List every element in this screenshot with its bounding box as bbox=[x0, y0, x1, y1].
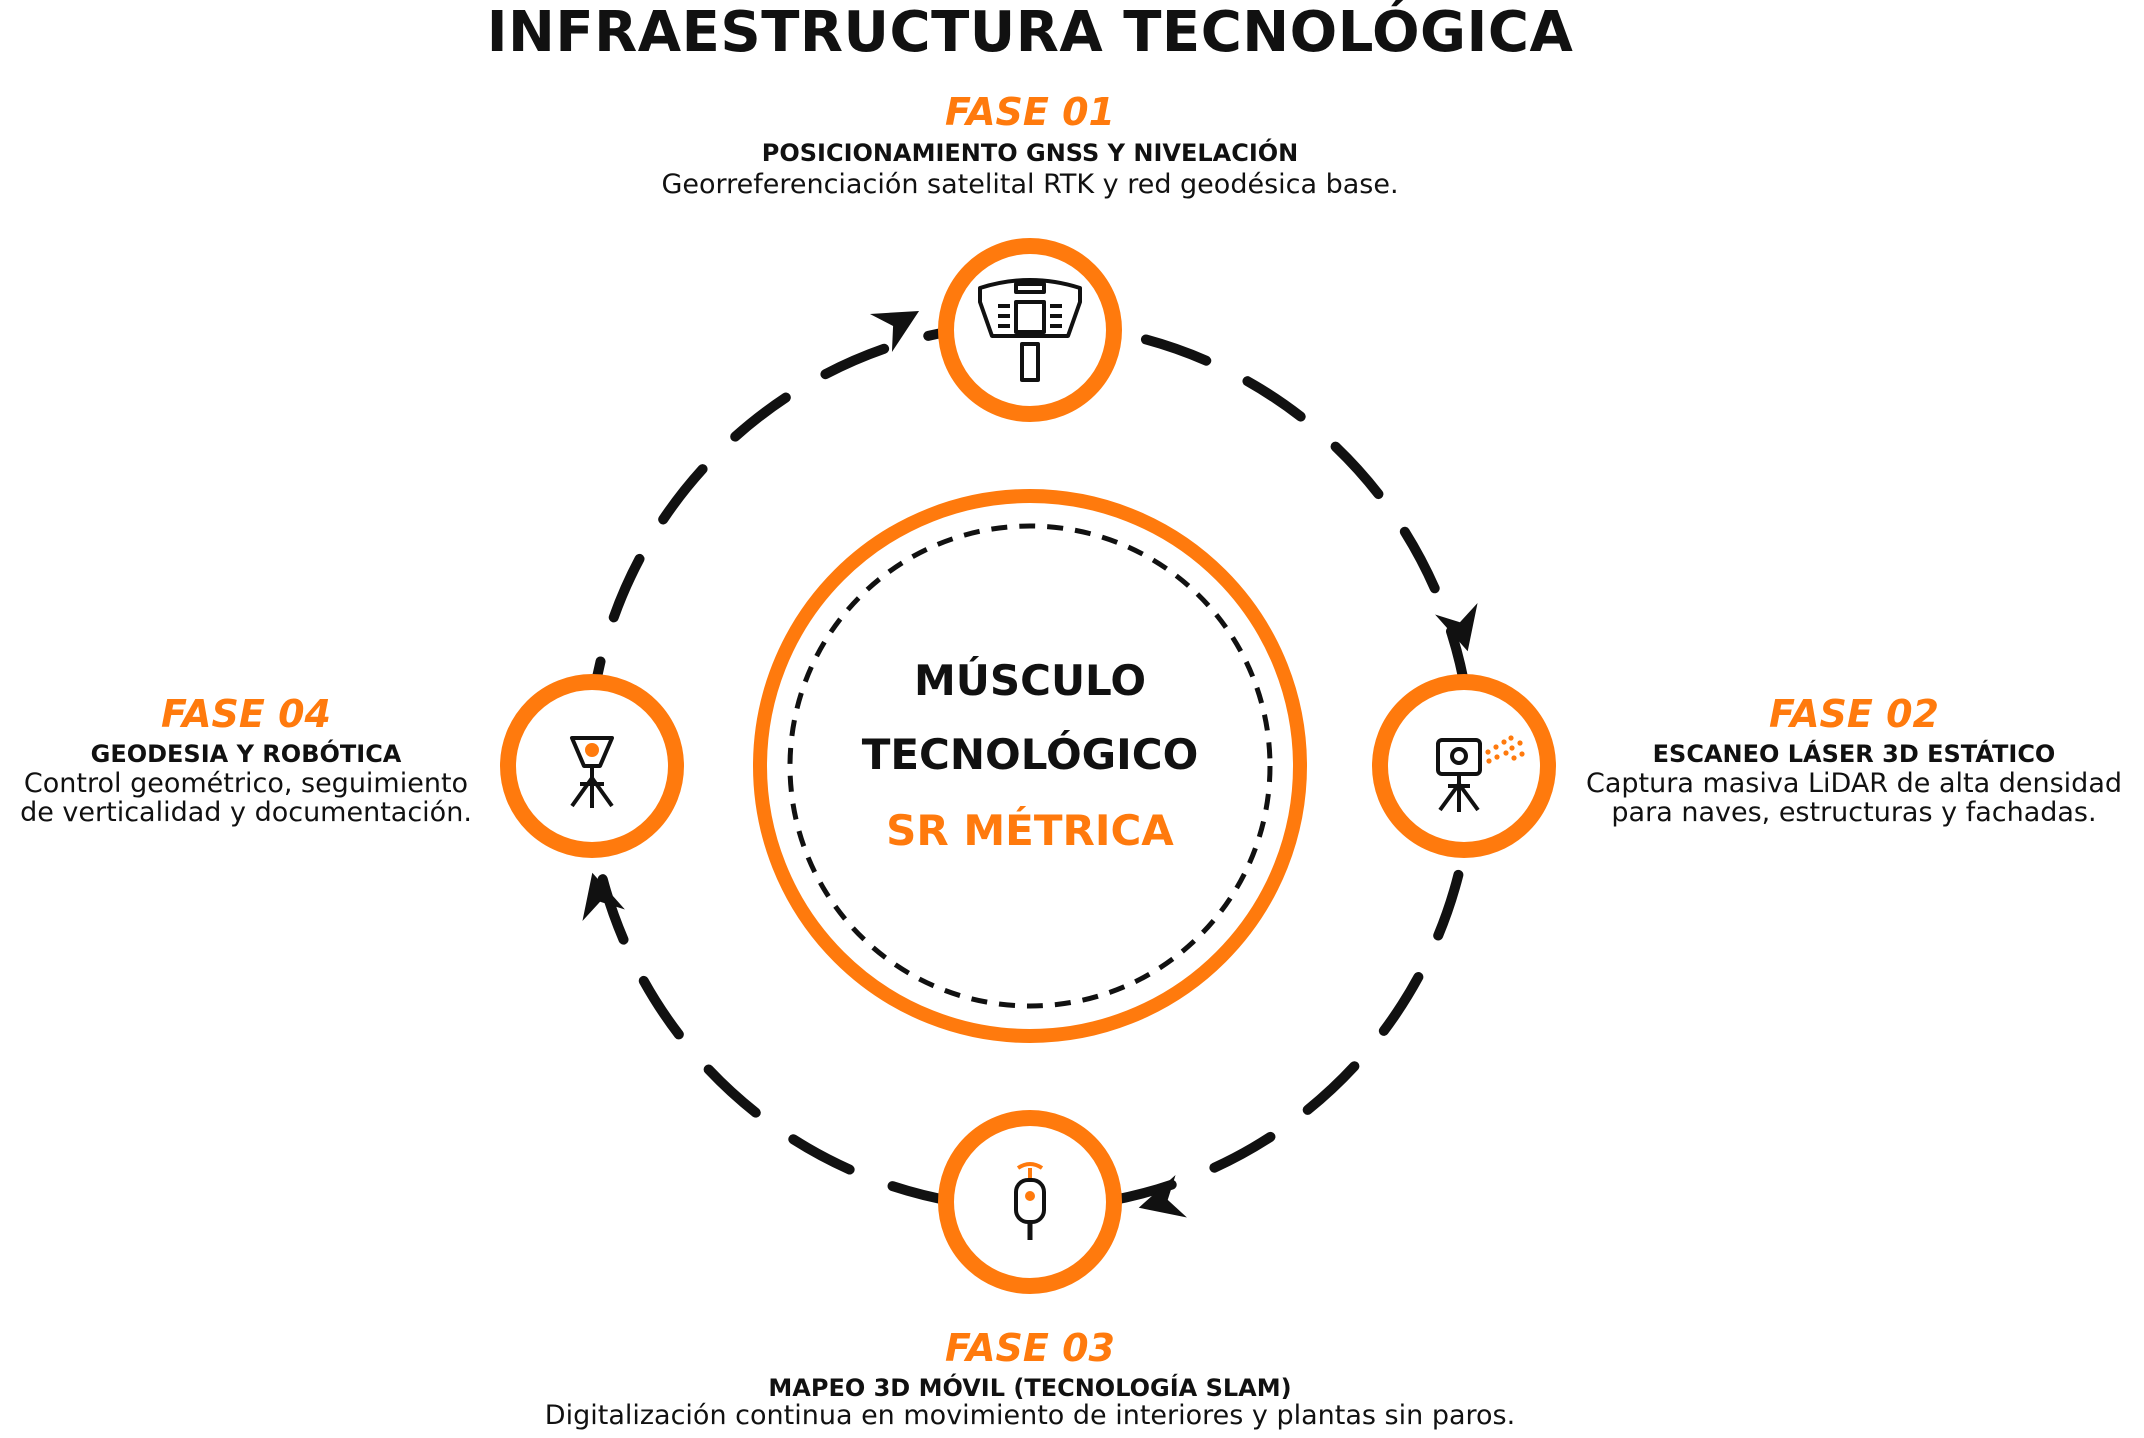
arrow-phase-4-to-1 bbox=[869, 311, 920, 353]
phase-04-description-line-1: Control geométrico, seguimiento bbox=[23, 768, 469, 799]
phase-03-label: FASE 03 bbox=[945, 1326, 1115, 1370]
phase-03-description: Digitalización continua en movimiento de… bbox=[544, 1400, 1516, 1431]
phase-03-node bbox=[938, 1110, 1122, 1294]
phase-01-description: Georreferenciación satelital RTK y red g… bbox=[661, 169, 1399, 200]
phase-03-title: MAPEO 3D MÓVIL (TECNOLOGÍA SLAM) bbox=[768, 1374, 1292, 1402]
central-hub bbox=[753, 489, 1307, 1043]
center-title-line-1: MÚSCULO bbox=[913, 656, 1147, 705]
arrow-phase-3-to-4 bbox=[582, 872, 625, 921]
chevron-left-icon bbox=[1138, 1175, 1187, 1218]
phase-02-title: ESCANEO LÁSER 3D ESTÁTICO bbox=[1652, 740, 2056, 768]
arrow-phase-1-to-2 bbox=[1435, 603, 1478, 652]
central-hub-outer-ring bbox=[753, 489, 1307, 1043]
central-hub-inner-dashed-ring bbox=[787, 523, 1273, 1009]
laser-beam-points bbox=[1485, 735, 1525, 764]
phase-01-label: FASE 01 bbox=[945, 90, 1115, 134]
page-title: INFRAESTRUCTURA TECNOLÓGICA bbox=[486, 0, 1574, 65]
phase-04-title: GEODESIA Y ROBÓTICA bbox=[90, 740, 402, 768]
chevron-up-icon bbox=[582, 872, 625, 921]
phase-04-description-line-2: de verticalidad y documentación. bbox=[20, 797, 472, 828]
phase-04-node bbox=[500, 674, 684, 858]
center-brand: SR MÉTRICA bbox=[886, 806, 1174, 855]
chevron-down-icon bbox=[1435, 603, 1478, 652]
phase-02-node bbox=[1372, 674, 1556, 858]
chevron-right-icon bbox=[869, 311, 920, 353]
station-lens-dot bbox=[585, 743, 599, 757]
robotic-total-station-icon bbox=[570, 736, 614, 808]
center-title-line-2: TECNOLÓGICO bbox=[861, 730, 1199, 779]
phase-02-label: FASE 02 bbox=[1769, 692, 1939, 736]
phase-02-description-line-1: Captura masiva LiDAR de alta densidad bbox=[1585, 768, 2123, 799]
gnss-receiver-icon bbox=[978, 278, 1082, 382]
phase-02-description-line-2: para naves, estructuras y fachadas. bbox=[1611, 797, 2097, 828]
laser-scanner-icon bbox=[1436, 738, 1482, 812]
phase-04-label: FASE 04 bbox=[161, 692, 331, 736]
arrow-phase-2-to-3 bbox=[1138, 1175, 1187, 1218]
phase-01-node bbox=[938, 238, 1122, 422]
handheld-slam-scanner-icon bbox=[1014, 1162, 1046, 1240]
phase-01-title: POSICIONAMIENTO GNSS Y NIVELACIÓN bbox=[761, 139, 1299, 167]
